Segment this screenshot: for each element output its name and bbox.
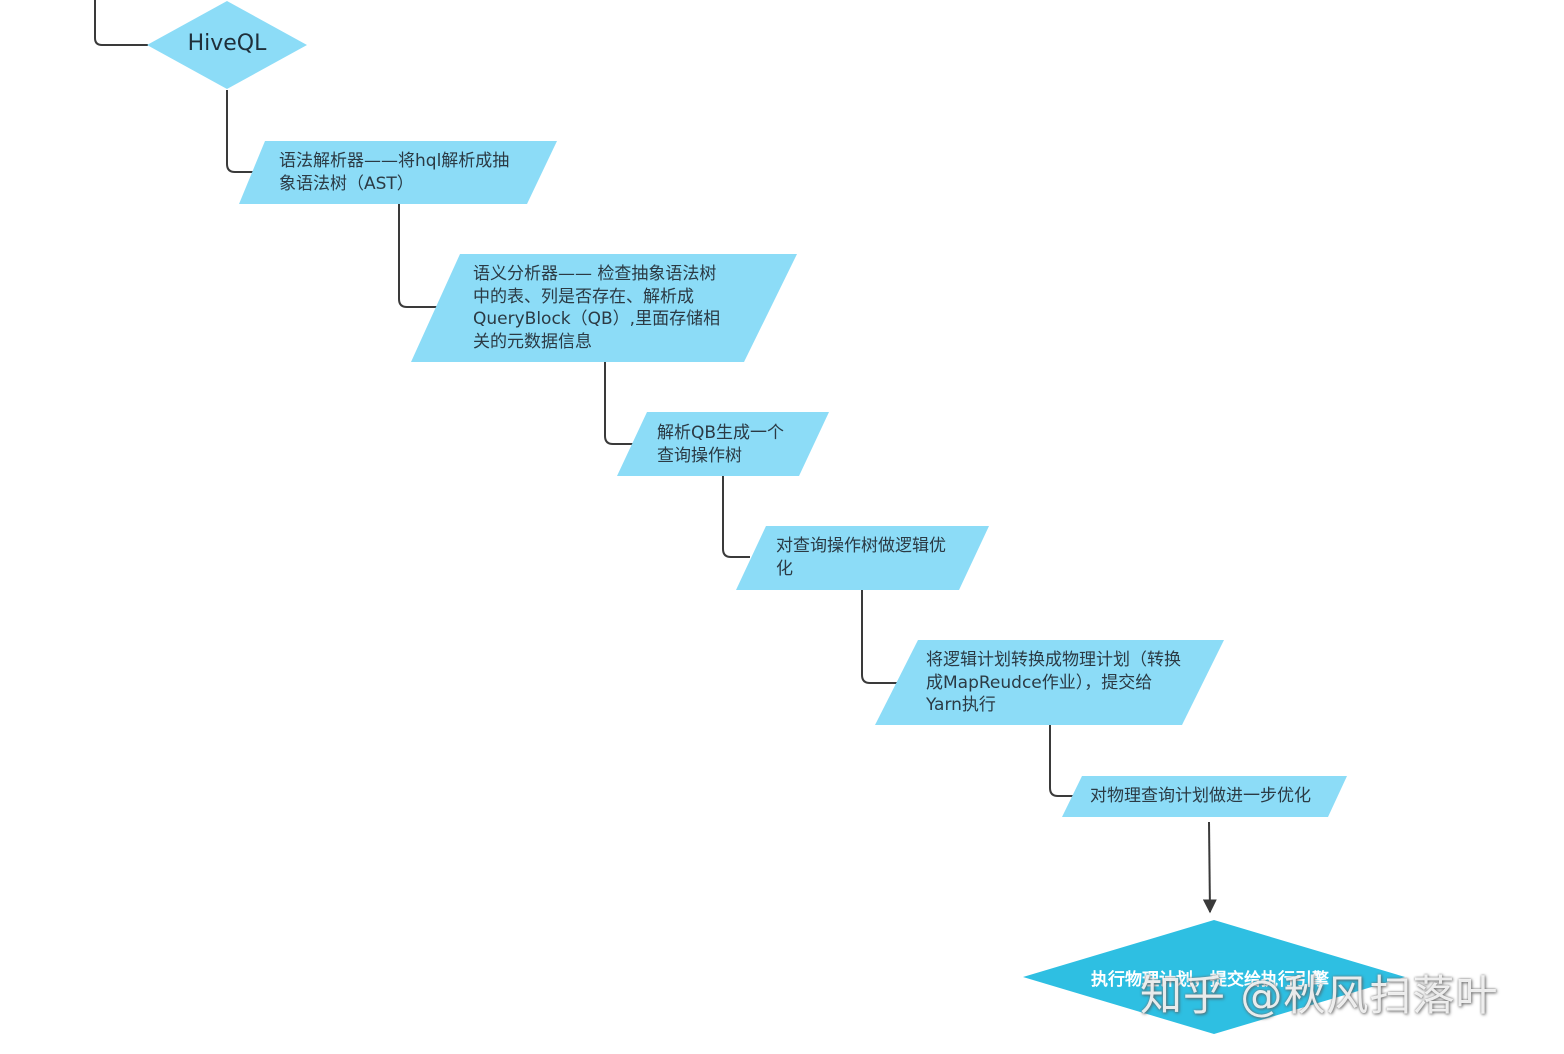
start-diamond-shape bbox=[147, 1, 307, 89]
connector-5 bbox=[1049, 725, 1073, 797]
step-3-label: 解析QB生成一个查询操作树 bbox=[657, 423, 785, 466]
connector-entry bbox=[94, 0, 148, 46]
step-4-label: 对查询操作树做逻辑优化 bbox=[776, 536, 946, 579]
step-3-shape bbox=[617, 412, 829, 476]
step-6-shape bbox=[1062, 776, 1347, 817]
connector-3 bbox=[722, 476, 750, 558]
watermark-text: 知乎 @秋风扫落叶 bbox=[1140, 971, 1499, 1020]
connector-0 bbox=[226, 90, 257, 173]
connector-4 bbox=[861, 590, 898, 684]
step-4-shape bbox=[736, 526, 989, 590]
step-1-label: 语法解析器——将hql解析成抽象语法树（AST） bbox=[279, 151, 510, 194]
step-5-shape bbox=[875, 640, 1224, 725]
connector-1 bbox=[398, 204, 437, 308]
end-diamond-shape bbox=[1023, 920, 1405, 1034]
step-5-label: 将逻辑计划转换成物理计划（转换成MapReudce作业），提交给Yarn执行 bbox=[926, 650, 1181, 715]
end-node-label: 执行物理计划，提交给执行引擎 bbox=[1091, 970, 1329, 990]
connector-2 bbox=[604, 362, 633, 445]
step-6-label: 对物理查询计划做进一步优化 bbox=[1090, 786, 1311, 806]
step-2-shape bbox=[411, 254, 797, 362]
connector-arrow-end bbox=[1202, 821, 1217, 914]
start-node-label: HiveQL bbox=[187, 31, 267, 56]
step-2-label: 语义分析器—— 检查抽象语法树中的表、列是否存在、解析成QueryBlock（Q… bbox=[473, 264, 721, 352]
step-1-shape bbox=[239, 141, 557, 204]
